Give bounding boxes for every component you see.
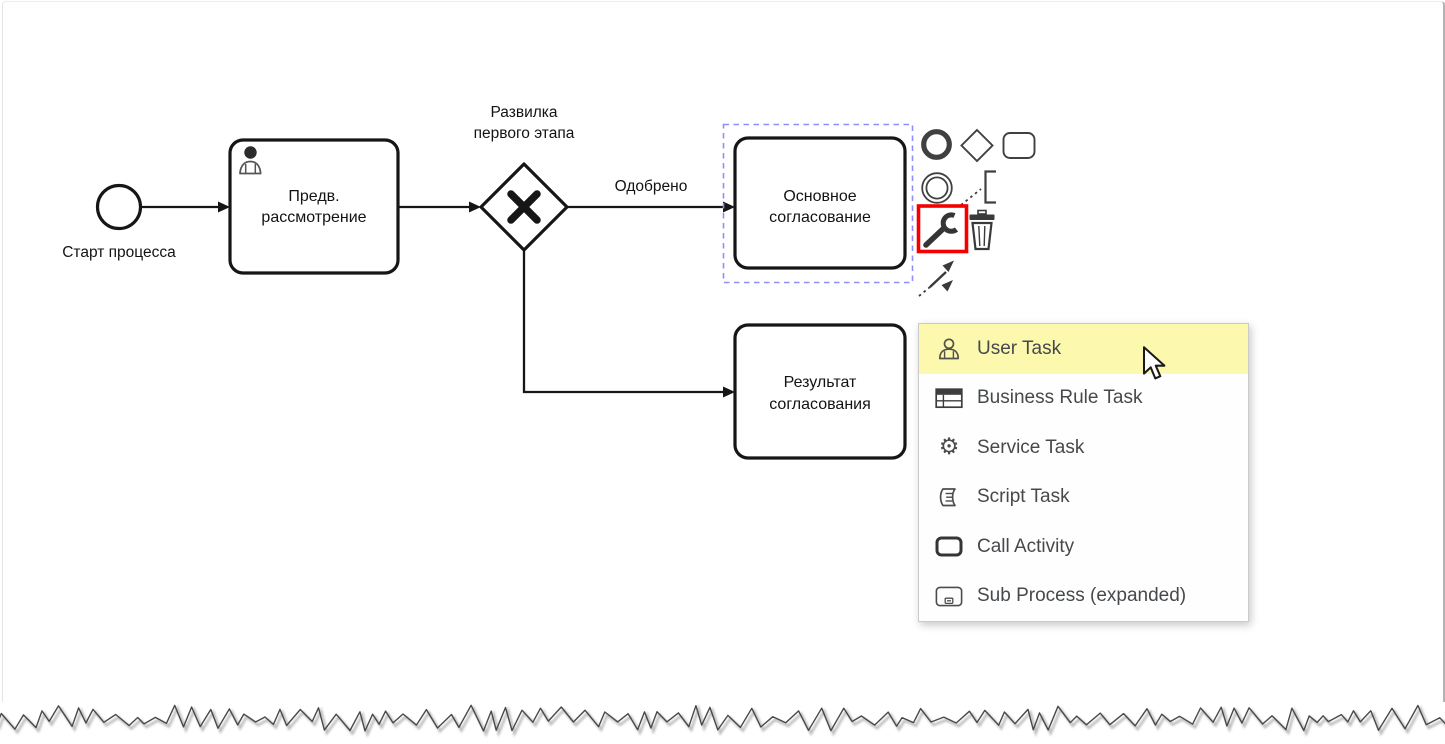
popup-entry-user-task[interactable]: User Task [919, 324, 1248, 374]
thick-rect-icon [934, 536, 964, 557]
sequence-flow-preliminary-to-gateway[interactable] [398, 201, 481, 213]
popup-entry-call-activity[interactable]: Call Activity [919, 522, 1248, 572]
context-pad [916, 128, 1036, 297]
sequence-flow-start-to-preliminary[interactable] [141, 201, 230, 213]
torn-edge [0, 704, 1445, 738]
subprocess-icon [934, 586, 964, 607]
popup-entry-label: Call Activity [977, 535, 1075, 557]
table-icon [934, 388, 964, 409]
task-preliminary-label-line1: Предв. [288, 188, 339, 205]
task-approval-result[interactable]: Результат согласования [733, 323, 907, 460]
popup-entry-label: Business Rule Task [977, 387, 1143, 409]
gateway-label: Развилка первого этапа [474, 104, 575, 142]
gear-icon: ⚙ [938, 434, 960, 461]
popup-entry-label: Sub Process (expanded) [977, 585, 1187, 607]
connect-arrow-button[interactable] [918, 260, 954, 297]
gateway-x-marker [507, 190, 541, 224]
popup-entry-label: Script Task [977, 486, 1070, 508]
user-icon [934, 337, 964, 361]
popup-entry-label: User Task [977, 337, 1062, 359]
task-preliminary-label-line2: рассмотрение [261, 209, 366, 226]
sequence-flow-approved[interactable] [567, 201, 735, 213]
task-main-approval[interactable]: Основное согласование [733, 136, 907, 270]
sequence-flow-gateway-to-result[interactable] [522, 250, 735, 398]
popup-entry-script-task[interactable]: Script Task [919, 473, 1248, 523]
scroll-icon [934, 487, 964, 508]
task-main-label-line1: Основное [783, 188, 856, 205]
task-result-label-line2: согласования [769, 396, 871, 413]
exclusive-gateway[interactable] [479, 162, 569, 252]
popup-entry-service-task[interactable]: ⚙ Service Task [919, 423, 1248, 473]
task-result-label-line1: Результат [784, 374, 857, 391]
flow-approved-label: Одобрено [615, 178, 688, 195]
task-preliminary-review[interactable]: Предв. рассмотрение [228, 138, 400, 275]
svg-text:Развилка: Развилка [490, 104, 557, 121]
popup-entry-label: Service Task [977, 436, 1085, 458]
append-end-event-button[interactable] [921, 129, 952, 160]
popup-entry-sub-process[interactable]: Sub Process (expanded) [919, 572, 1248, 622]
task-main-label-line2: согласование [769, 209, 871, 226]
user-task-icon [239, 146, 262, 175]
append-intermediate-event-button[interactable] [921, 172, 953, 204]
append-text-annotation-button[interactable] [960, 170, 996, 206]
append-gateway-button[interactable] [960, 128, 994, 163]
popup-entry-business-rule-task[interactable]: Business Rule Task [919, 374, 1248, 424]
selection-outline [722, 123, 914, 284]
start-event[interactable] [95, 183, 143, 231]
wrench-highlight-box [916, 204, 969, 254]
change-type-popup-menu: User Task Business Rule Task ⚙ Service T… [918, 323, 1249, 622]
append-task-button[interactable] [1002, 132, 1036, 159]
delete-trash-button[interactable] [969, 209, 995, 251]
svg-text:первого этапа: первого этапа [474, 125, 575, 142]
change-type-wrench-button[interactable] [923, 212, 959, 248]
start-event-label: Старт процесса [62, 244, 176, 261]
